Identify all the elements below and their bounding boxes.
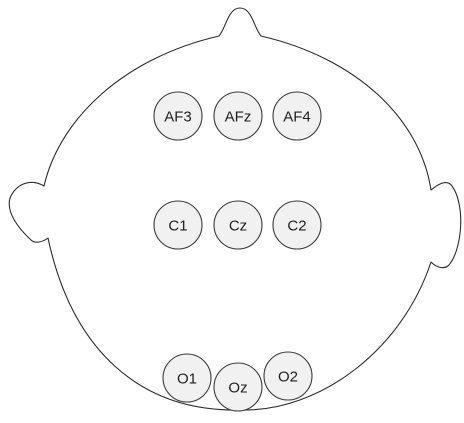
electrode-cz: Cz bbox=[213, 200, 263, 250]
electrode-circle bbox=[213, 200, 263, 250]
electrode-circle bbox=[213, 91, 263, 141]
electrode-o2: O2 bbox=[263, 351, 313, 401]
electrode-circle bbox=[162, 353, 212, 403]
electrode-label: AF4 bbox=[283, 109, 311, 126]
electrode-label: O2 bbox=[278, 369, 298, 386]
electrode-circle bbox=[272, 200, 322, 250]
electrode-label: O1 bbox=[177, 371, 197, 388]
electrode-c1: C1 bbox=[153, 200, 203, 250]
electrode-label: AFz bbox=[225, 109, 252, 126]
electrode-circle bbox=[263, 351, 313, 401]
electrode-label: C1 bbox=[168, 218, 187, 235]
electrode-circle bbox=[213, 362, 263, 412]
electrode-label: Cz bbox=[229, 218, 247, 235]
electrode-label: Oz bbox=[228, 380, 247, 397]
electrode-circle bbox=[153, 200, 203, 250]
electrode-label: AF3 bbox=[164, 109, 192, 126]
electrode-circle bbox=[153, 91, 203, 141]
electrode-circle bbox=[272, 91, 322, 141]
electrode-af4: AF4 bbox=[272, 91, 322, 141]
electrode-label: C2 bbox=[287, 218, 306, 235]
electrode-oz: Oz bbox=[213, 362, 263, 412]
electrode-af3: AF3 bbox=[153, 91, 203, 141]
electrode-o1: O1 bbox=[162, 353, 212, 403]
electrode-afz: AFz bbox=[213, 91, 263, 141]
electrode-c2: C2 bbox=[272, 200, 322, 250]
